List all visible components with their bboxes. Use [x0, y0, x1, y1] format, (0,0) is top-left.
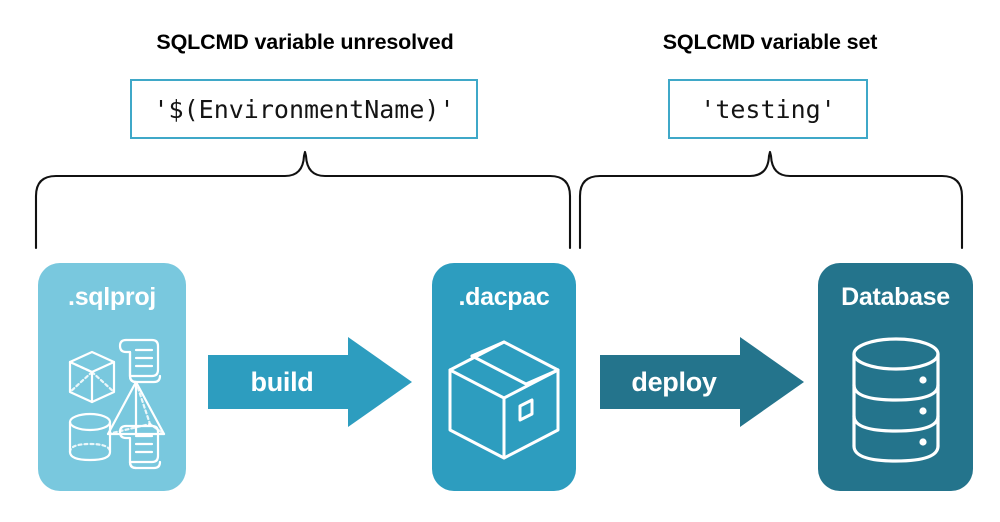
- stage-label-dacpac: .dacpac: [458, 283, 550, 311]
- stage-label-sqlproj: .sqlproj: [68, 283, 156, 311]
- arrow-deploy-icon: [600, 337, 804, 427]
- sql-objects-icon: [38, 318, 186, 481]
- stage-box-dacpac: .dacpac: [432, 263, 576, 491]
- arrow-build: build: [208, 337, 412, 427]
- code-value-box-left: '$(EnvironmentName)': [130, 79, 478, 139]
- code-value-box-right: 'testing': [668, 79, 868, 139]
- arrow-deploy: deploy: [600, 337, 804, 427]
- arrow-build-label: build: [250, 366, 314, 397]
- stage-box-sqlproj: .sqlproj: [38, 263, 186, 491]
- brace-left-icon: [34, 150, 572, 250]
- stage-label-database: Database: [841, 283, 950, 311]
- section-title-left: SQLCMD variable unresolved: [156, 30, 454, 54]
- cylinder-icon: [68, 412, 112, 461]
- stage-box-database: Database: [818, 263, 973, 491]
- cube-icon: [68, 350, 116, 403]
- section-title-right: SQLCMD variable set: [662, 30, 878, 54]
- package-box-icon: [432, 318, 576, 481]
- arrow-deploy-label: deploy: [631, 366, 717, 397]
- script-scroll-icon-bottom: [118, 424, 162, 469]
- arrow-build-icon: [208, 337, 412, 427]
- brace-right-icon: [578, 150, 964, 250]
- database-cylinder-icon: [818, 318, 973, 481]
- script-scroll-icon-top: [118, 338, 162, 383]
